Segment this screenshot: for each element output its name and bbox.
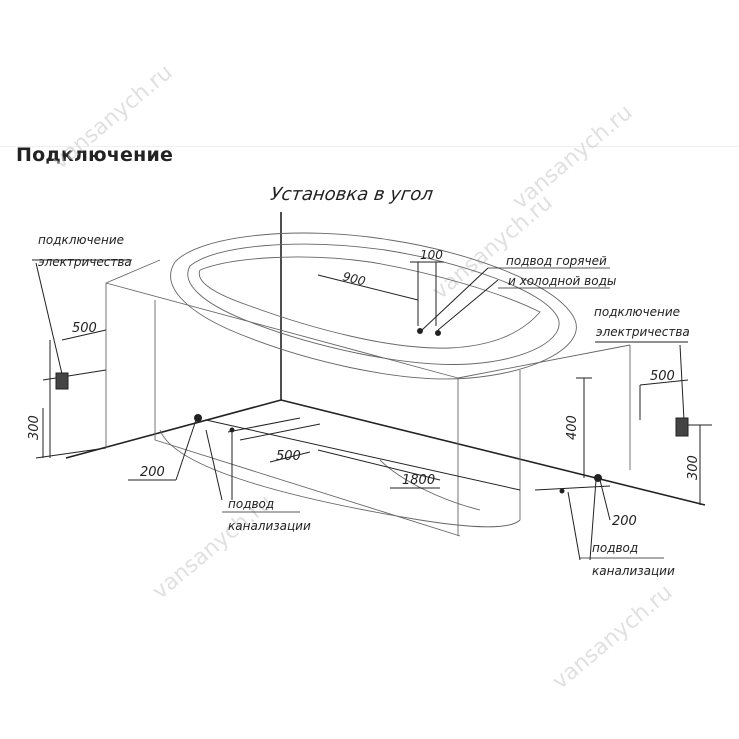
dim-200-left: 200 (140, 465, 165, 480)
label-power-right-1: подключение (594, 305, 680, 319)
dim-100: 100 (420, 248, 443, 262)
dim-1800: 1800 (402, 473, 435, 488)
divider (0, 146, 739, 147)
dim-500-right: 500 (650, 369, 675, 384)
label-drain-left-1: подвод (228, 497, 274, 511)
label-power-right-2: электричества (596, 325, 690, 339)
dim-300-left: 300 (27, 415, 42, 440)
power-socket-left (55, 372, 69, 390)
dim-500-left: 500 (72, 321, 97, 336)
dim-900: 900 (341, 269, 367, 288)
bathtub-body (105, 232, 631, 537)
water-supply (317, 261, 499, 336)
power-left (32, 259, 132, 459)
dim-400-line (576, 377, 592, 478)
watermark-1: vansanych.ru (48, 60, 178, 175)
top-blank-area (0, 0, 739, 145)
label-water-2: и холодной воды (508, 274, 616, 288)
label-drain-right-2: канализации (592, 564, 675, 578)
dim-300-right: 300 (686, 455, 701, 480)
dim-400: 400 (565, 415, 580, 440)
dim-200-right: 200 (612, 514, 637, 529)
dim-500-floor: 500 (276, 449, 301, 464)
watermark-5: vansanych.ru (508, 100, 638, 215)
watermark-4: vansanych.ru (548, 580, 678, 695)
drain-left (194, 414, 202, 422)
floor-dims (128, 417, 611, 561)
watermarks: vansanych.ru vansanych.ru vansanych.ru v… (48, 60, 678, 695)
power-right (595, 341, 712, 505)
diagram-title: Установка в угол (269, 184, 435, 205)
label-power-left-1: подключение (38, 233, 124, 247)
label-power-left-2: электричества (38, 255, 132, 269)
label-water-1: подвод горячей (506, 254, 607, 268)
section-heading: Подключение (16, 144, 174, 166)
label-drain-right-1: подвод (592, 541, 638, 555)
drain-right (594, 474, 602, 482)
label-drain-left-2: канализации (228, 519, 311, 533)
power-socket-right (675, 417, 689, 437)
